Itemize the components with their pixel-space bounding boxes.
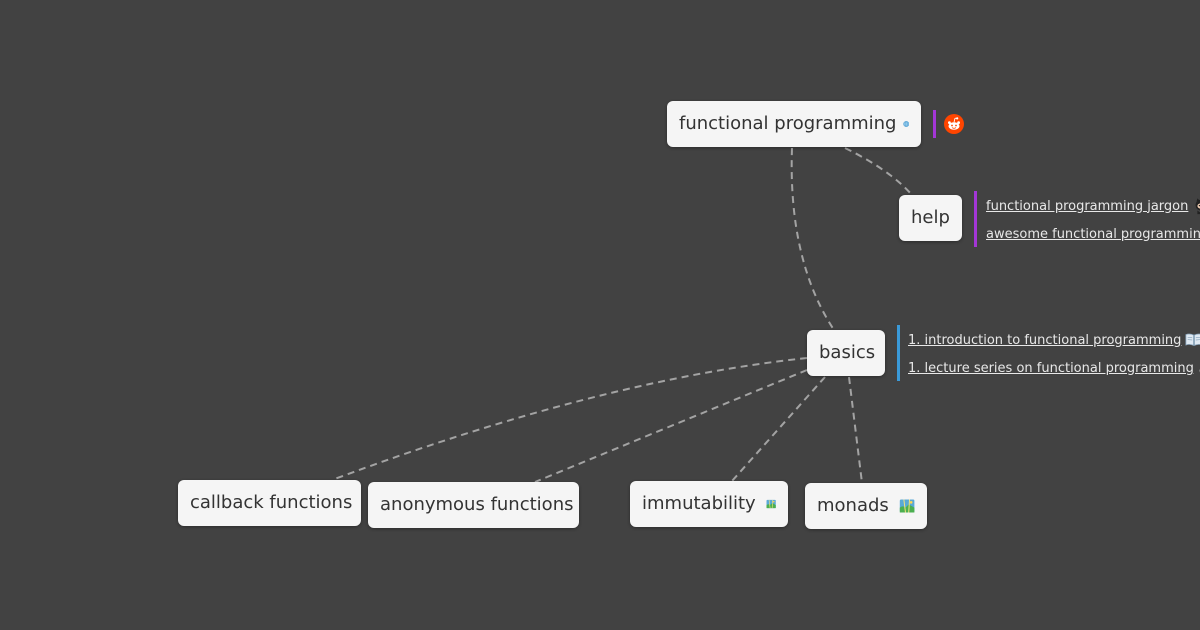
help-links: functional programming jargon awesome fu… (974, 191, 1200, 247)
help-link-awesome[interactable]: awesome functional programming (986, 220, 1200, 248)
link-label: 1. lecture series on functional programm… (908, 360, 1194, 376)
node-label: callback functions (190, 492, 353, 513)
node-functional-programming[interactable]: functional programming (667, 101, 921, 147)
node-label: immutability (642, 493, 756, 514)
basics-links: 1. introduction to functional programmin… (897, 325, 1200, 381)
node-label: help (911, 207, 950, 228)
map-icon (766, 499, 776, 509)
edge-root-help (844, 147, 913, 196)
help-link-jargon[interactable]: functional programming jargon (986, 192, 1200, 220)
node-label: monads (817, 495, 889, 516)
basics-link-introduction[interactable]: 1. introduction to functional programmin… (908, 326, 1200, 354)
map-icon (899, 499, 915, 513)
link-label: functional programming jargon (986, 198, 1189, 214)
edge-basics-anonymous (534, 369, 808, 483)
edge-basics-immutability (731, 376, 826, 482)
edge-basics-callback (331, 357, 808, 481)
link-label: awesome functional programming (986, 226, 1200, 242)
node-immutability[interactable]: immutability (630, 481, 788, 527)
edge-root-basics (790, 147, 835, 331)
link-label: 1. introduction to functional programmin… (908, 332, 1182, 348)
basics-link-lecture[interactable]: 1. lecture series on functional programm… (908, 354, 1200, 382)
node-callback-functions[interactable]: callback functions (178, 480, 361, 526)
reddit-icon (944, 114, 964, 134)
edge-basics-monads (848, 376, 863, 484)
node-label: functional programming (679, 113, 897, 134)
node-anonymous-functions[interactable]: anonymous functions (368, 482, 579, 528)
node-basics[interactable]: basics (807, 330, 885, 376)
node-label: anonymous functions (380, 494, 574, 515)
reddit-link[interactable] (944, 110, 964, 138)
github-icon (1195, 198, 1200, 215)
globe-icon (902, 121, 909, 127)
root-links (933, 110, 964, 138)
book-icon (1185, 333, 1200, 347)
node-help[interactable]: help (899, 195, 962, 241)
node-monads[interactable]: monads (805, 483, 927, 529)
node-label: basics (819, 342, 876, 363)
